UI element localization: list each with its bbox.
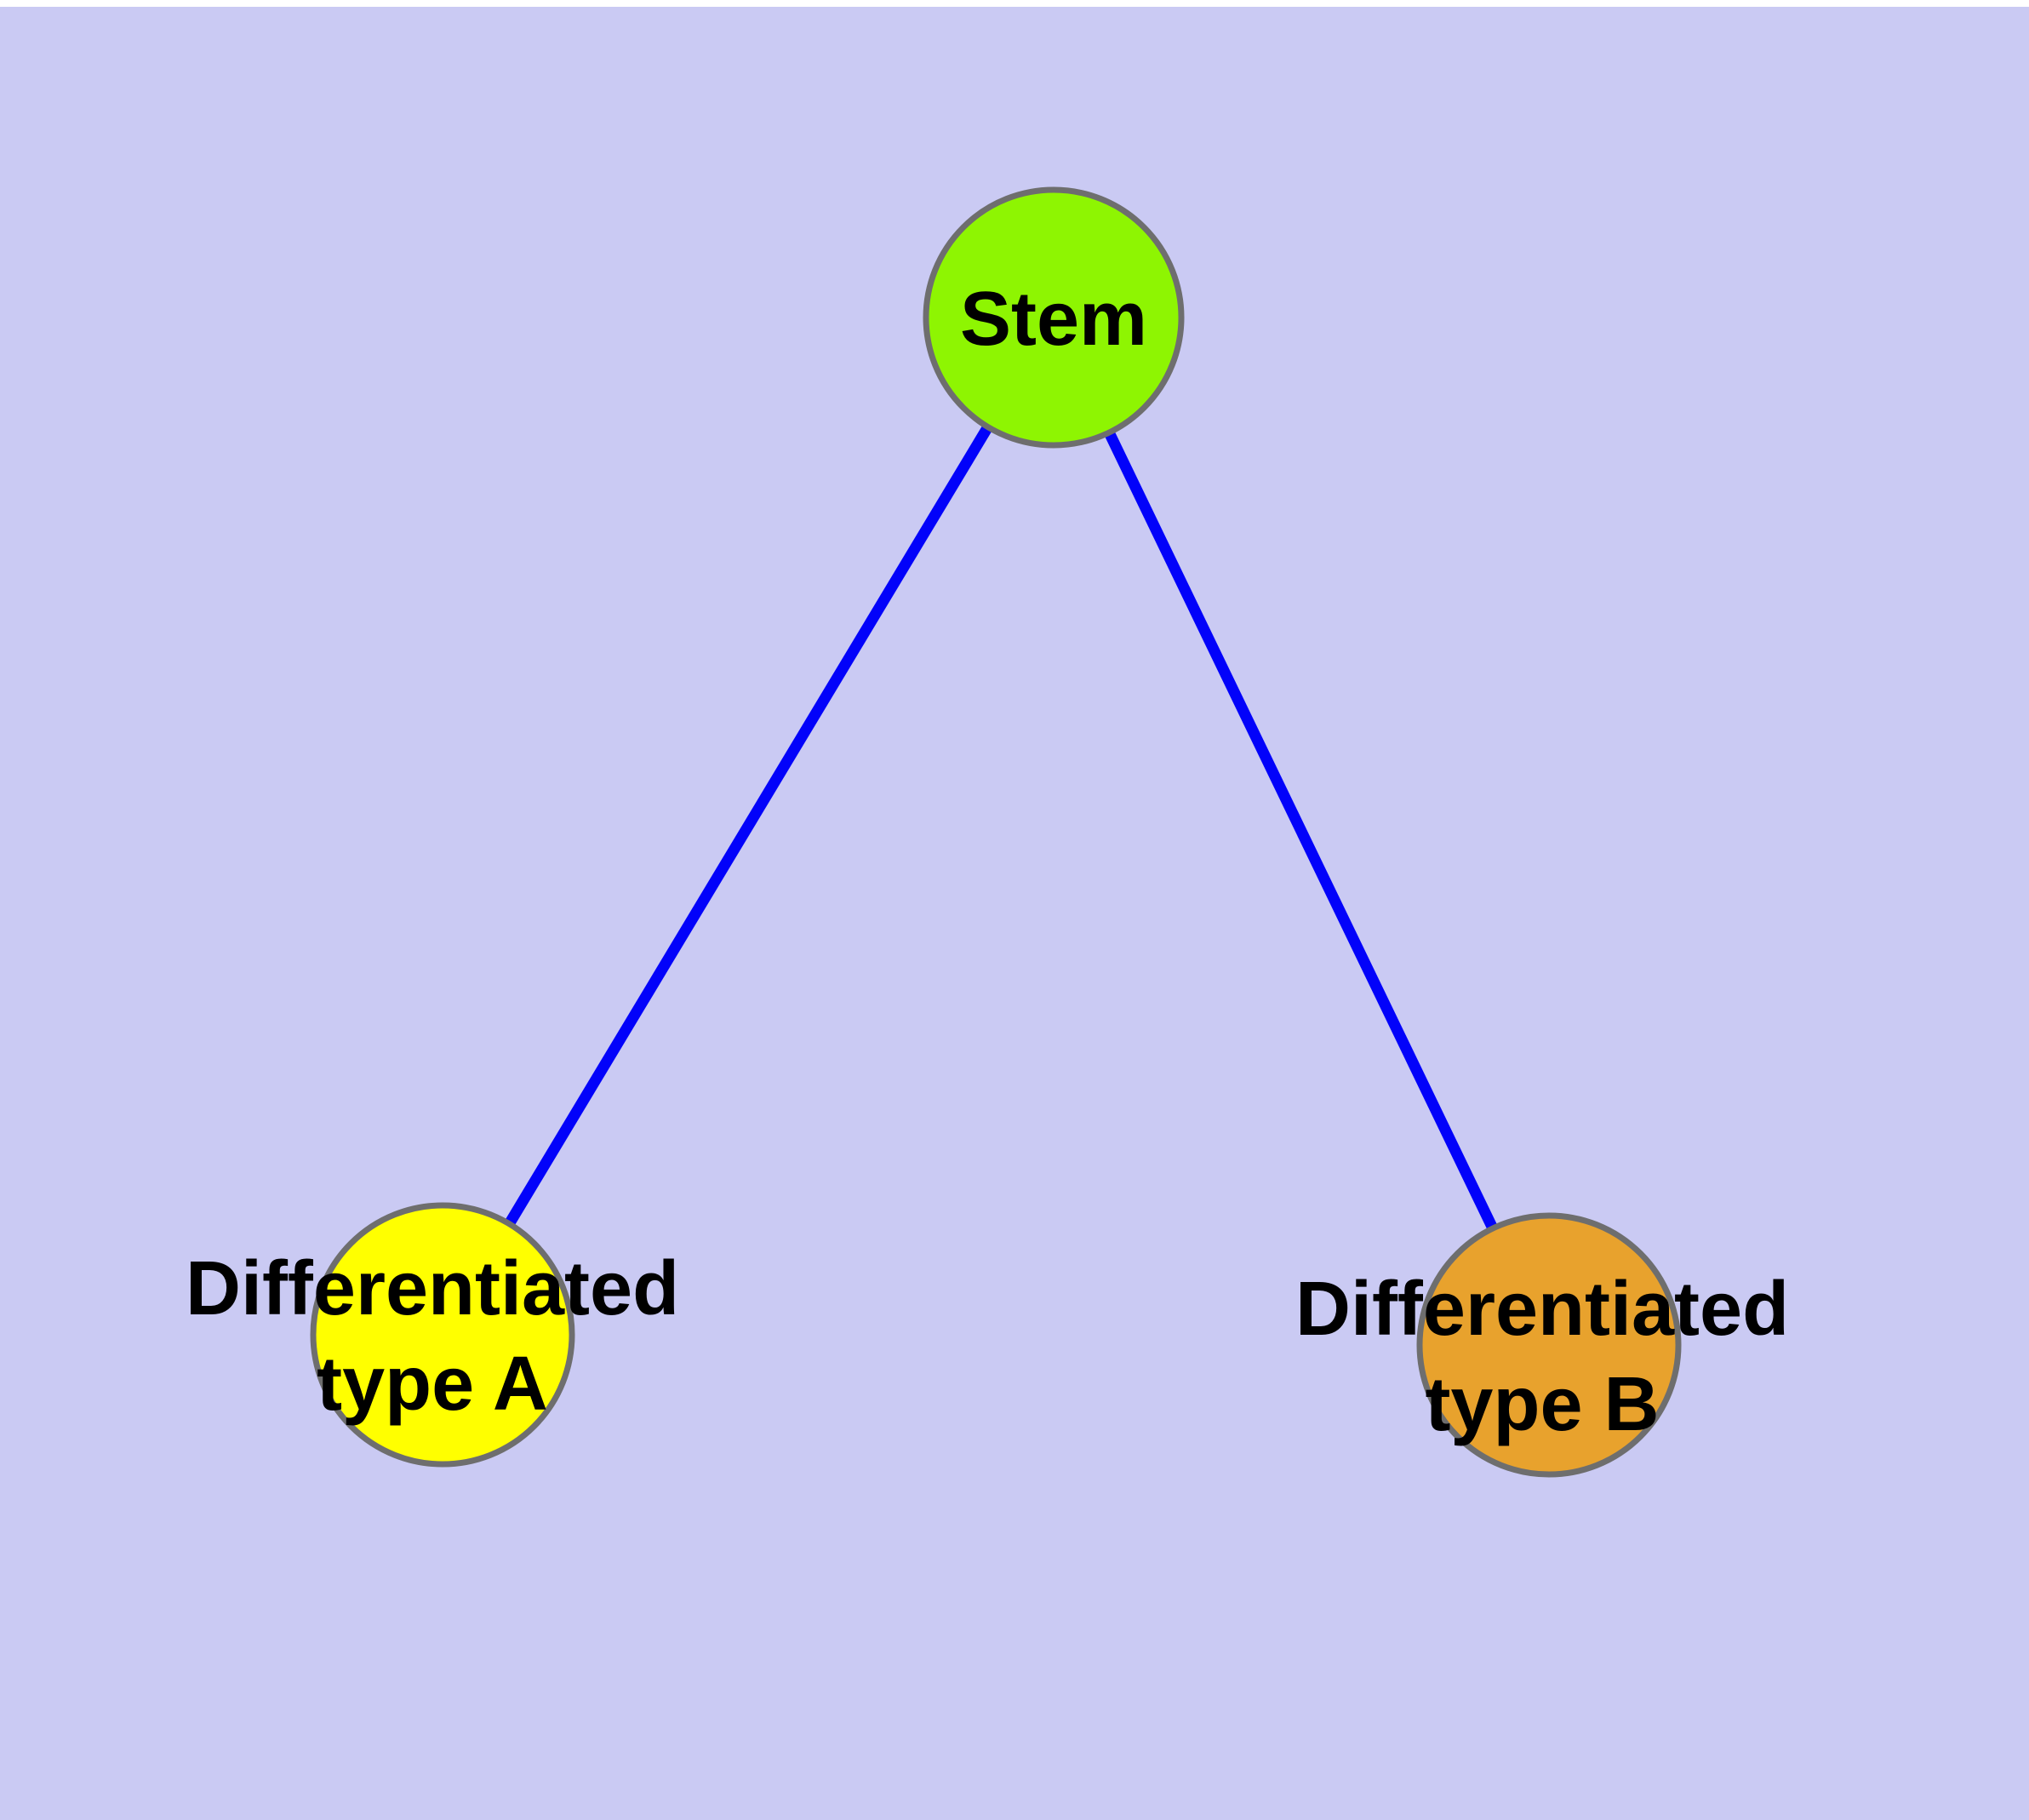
top-white-strip [0, 0, 2029, 7]
differentiated-type-a-node-circle [310, 1202, 575, 1468]
stem-node-circle [923, 186, 1185, 449]
differentiated-type-b-node-circle [1416, 1212, 1682, 1478]
edge-stem-to-type-b [1049, 315, 1554, 1348]
edge-stem-to-type-a [437, 314, 1059, 1338]
